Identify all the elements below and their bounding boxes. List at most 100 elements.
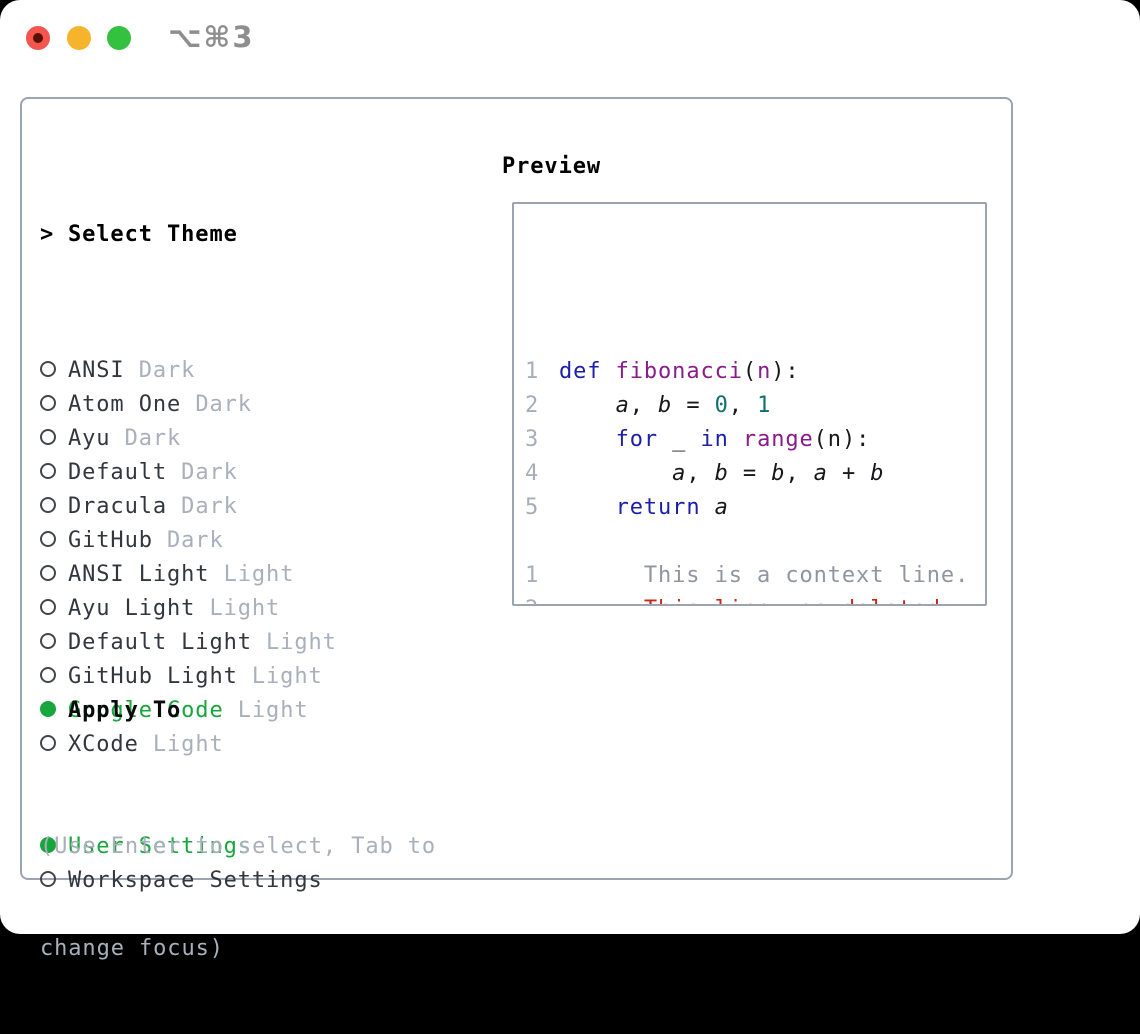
theme-variant: Light xyxy=(237,664,323,689)
theme-name: Default xyxy=(68,460,168,485)
code-token: b xyxy=(714,461,729,486)
line-number: 3 xyxy=(525,427,540,452)
theme-option[interactable]: GitHub Dark xyxy=(40,524,337,558)
apply-to-option-label: Workspace Settings xyxy=(68,868,323,893)
radio-selected-icon xyxy=(40,837,56,853)
theme-option[interactable]: GitHub Light Light xyxy=(40,660,337,694)
theme-option[interactable]: Atom One Dark xyxy=(40,388,337,422)
code-token xyxy=(559,461,672,486)
radio-icon xyxy=(40,565,56,581)
theme-list-title: Select Theme xyxy=(68,222,238,247)
theme-variant: Light xyxy=(138,732,224,757)
theme-name: ANSI Light xyxy=(68,562,210,587)
code-token: , xyxy=(686,461,715,486)
radio-icon xyxy=(40,871,56,887)
code-token: 1 xyxy=(757,393,772,418)
radio-icon xyxy=(40,361,56,377)
theme-variant: Dark xyxy=(152,528,224,553)
window-title: ⌥⌘3 xyxy=(168,20,255,54)
theme-name: Google Code xyxy=(68,698,224,723)
code-token: b xyxy=(771,461,786,486)
apply-to-option-label: User Settings xyxy=(68,834,252,859)
code-token: , xyxy=(728,393,758,418)
theme-variant: Light xyxy=(251,630,337,655)
radio-selected-icon xyxy=(40,701,56,717)
code-token: in xyxy=(700,427,729,452)
theme-variant: Dark xyxy=(124,358,196,383)
code-token: , xyxy=(785,461,814,486)
code-token xyxy=(559,495,616,520)
theme-name: GitHub Light xyxy=(68,664,238,689)
theme-option[interactable]: ANSI Light Light xyxy=(40,558,337,592)
code-token xyxy=(559,427,616,452)
theme-option[interactable]: Ayu Dark xyxy=(40,422,337,456)
help-line-1: (Use Enter to select, Tab to xyxy=(40,834,437,859)
minimize-button[interactable] xyxy=(67,26,91,50)
theme-option[interactable]: Ayu Light Light xyxy=(40,592,337,626)
code-token: def xyxy=(559,359,602,384)
radio-icon xyxy=(40,735,56,751)
help-text: (Use Enter to select, Tab to change focu… xyxy=(40,762,436,1034)
code-token: b xyxy=(658,393,673,418)
help-line-2: change focus) xyxy=(40,936,224,961)
code-token: a xyxy=(672,461,687,486)
code-token xyxy=(700,495,714,520)
radio-icon xyxy=(40,429,56,445)
code-line: 5 return a xyxy=(525,491,969,525)
cursor-icon: > xyxy=(40,222,55,247)
apply-to-option[interactable]: User Settings xyxy=(40,830,323,864)
code-token: , xyxy=(629,393,659,418)
theme-name: Ayu xyxy=(68,426,111,451)
theme-option[interactable]: Google Code Light xyxy=(40,694,337,728)
theme-option[interactable]: Default Dark xyxy=(40,456,337,490)
apply-to-header: Apply To xyxy=(40,694,323,728)
theme-name: GitHub xyxy=(68,528,153,553)
theme-name: Atom One xyxy=(68,392,182,417)
theme-variant: Dark xyxy=(167,494,238,519)
code-line: 2 a, b = 0, 1 xyxy=(525,389,969,423)
code-token: return xyxy=(615,495,701,520)
theme-option[interactable]: XCode Light xyxy=(40,728,337,762)
code-token: range xyxy=(742,427,814,452)
code-token xyxy=(729,427,743,452)
code-token: ): xyxy=(771,359,800,384)
close-button[interactable] xyxy=(26,26,50,50)
code-token: b xyxy=(870,461,885,486)
code-token: = xyxy=(728,461,772,486)
code-token: fibonacci xyxy=(615,359,743,384)
code-token: 0 xyxy=(714,393,729,418)
line-number: 1 xyxy=(525,563,540,588)
code-token: + xyxy=(827,461,871,486)
code-line: 4 a, b = b, a + b xyxy=(525,457,969,491)
theme-variant: Light xyxy=(209,562,295,587)
theme-list-header: > Select Theme xyxy=(40,218,337,252)
code-token: ( xyxy=(742,359,758,384)
radio-icon xyxy=(40,633,56,649)
zoom-button[interactable] xyxy=(107,26,131,50)
theme-option[interactable]: ANSI Dark xyxy=(40,354,337,388)
theme-variant: Light xyxy=(195,596,281,621)
radio-icon xyxy=(40,599,56,615)
theme-option[interactable]: Default Light Light xyxy=(40,626,337,660)
line-number: 4 xyxy=(525,461,540,486)
diff-line: 2 - This line was deleted. xyxy=(525,593,969,604)
apply-to-option[interactable]: Workspace Settings xyxy=(40,864,323,898)
code-token xyxy=(559,393,616,418)
theme-variant: Light xyxy=(223,698,309,723)
code-line xyxy=(525,525,969,559)
radio-icon xyxy=(40,395,56,411)
theme-name: XCode xyxy=(68,732,139,757)
code-token: a xyxy=(813,461,828,486)
code-token: = xyxy=(672,393,715,418)
theme-name: Dracula xyxy=(68,494,168,519)
theme-variant: Dark xyxy=(167,460,238,485)
theme-variant: Dark xyxy=(181,392,252,417)
code-token xyxy=(601,359,615,384)
theme-option[interactable]: Dracula Dark xyxy=(40,490,337,524)
